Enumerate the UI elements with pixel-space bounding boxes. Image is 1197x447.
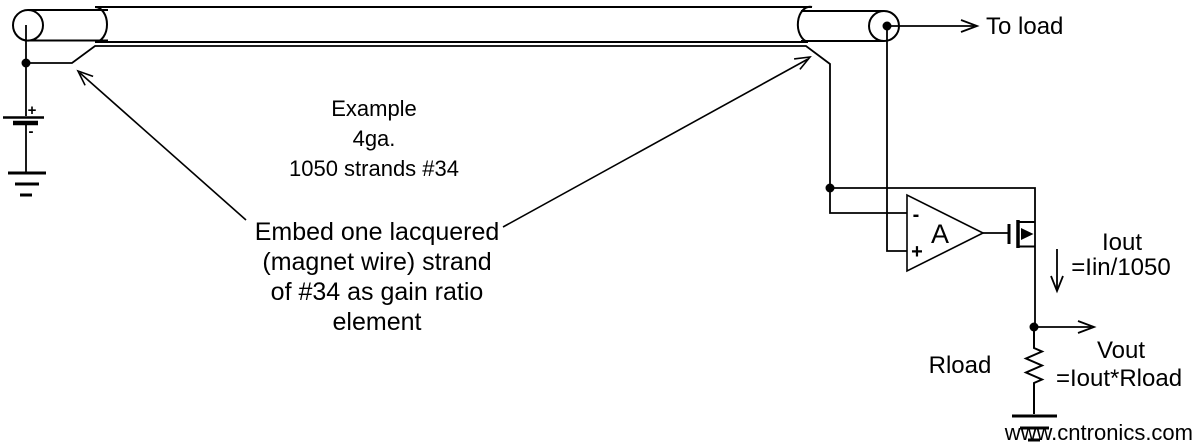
opamp-inverting-label: - [913, 204, 920, 226]
to-load-arrowhead [960, 19, 980, 33]
opamp-gain-label: A [931, 219, 949, 249]
gauge-note-line-1: Example [331, 96, 417, 121]
gauge-note-line-3: 1050 strands #34 [289, 156, 459, 181]
cable-jacket-right-rim [796, 5, 813, 43]
sense-strand [26, 45, 1036, 327]
vout-label: Vout [1097, 337, 1145, 364]
opamp-triangle [906, 193, 985, 273]
callout-arrows [76, 55, 812, 228]
callout-left-arrowhead [76, 69, 94, 86]
battery-symbol [3, 116, 44, 126]
feedback-junction-dot [825, 183, 835, 193]
junction-dots [21, 21, 1039, 332]
iout-formula-label: =Iin/1050 [1071, 254, 1170, 281]
callout-line-2: (magnet wire) strand [262, 248, 491, 276]
iout-label: Iout [1102, 229, 1142, 256]
rload-resistor [1023, 327, 1045, 414]
callout-line-3: of #34 as gain ratio [271, 278, 484, 306]
opamp-symbol [906, 193, 985, 273]
mosfet-symbol [1007, 220, 1035, 248]
cable-drawing [12, 5, 900, 43]
cable-left-end-cap [12, 8, 44, 42]
wires [25, 19, 1097, 334]
callout-line-4: element [333, 308, 422, 336]
cable-jacket-left-rim [94, 6, 108, 43]
rload-label: Rload [929, 352, 992, 379]
gauge-note-line-2: 4ga. [353, 126, 396, 151]
callout-left-arrow-shaft [79, 72, 247, 221]
right-ground-symbol [1012, 414, 1057, 442]
iout-current-arrowhead [1050, 275, 1064, 294]
mosfet-body-arrow [1021, 228, 1034, 240]
vout-formula-label: =Iout*Rload [1056, 365, 1182, 392]
battery-minus-label: - [29, 123, 34, 140]
vout-arrowhead [1077, 320, 1097, 334]
callout-right-arrow-shaft [502, 58, 809, 228]
main-conductor-to-noninverting-input [886, 26, 907, 252]
sense-strand-to-inverting-input [829, 188, 907, 214]
watermark-text: www.cntronics.com [1004, 420, 1193, 445]
vout-junction-dot [1029, 322, 1039, 332]
to-load-label: To load [986, 13, 1063, 40]
callout-line-1: Embed one lacquered [255, 218, 500, 246]
sense-strand-run [26, 45, 831, 188]
cable-end-junction-dot [882, 21, 892, 31]
left-ground-symbol [8, 171, 46, 197]
battery-plus-label: + [28, 102, 37, 119]
feedback-wire-to-drain [830, 187, 1036, 327]
battery-strand-junction-dot [21, 58, 31, 68]
callout-right-arrowhead [794, 55, 812, 70]
opamp-noninverting-label: + [911, 241, 923, 263]
